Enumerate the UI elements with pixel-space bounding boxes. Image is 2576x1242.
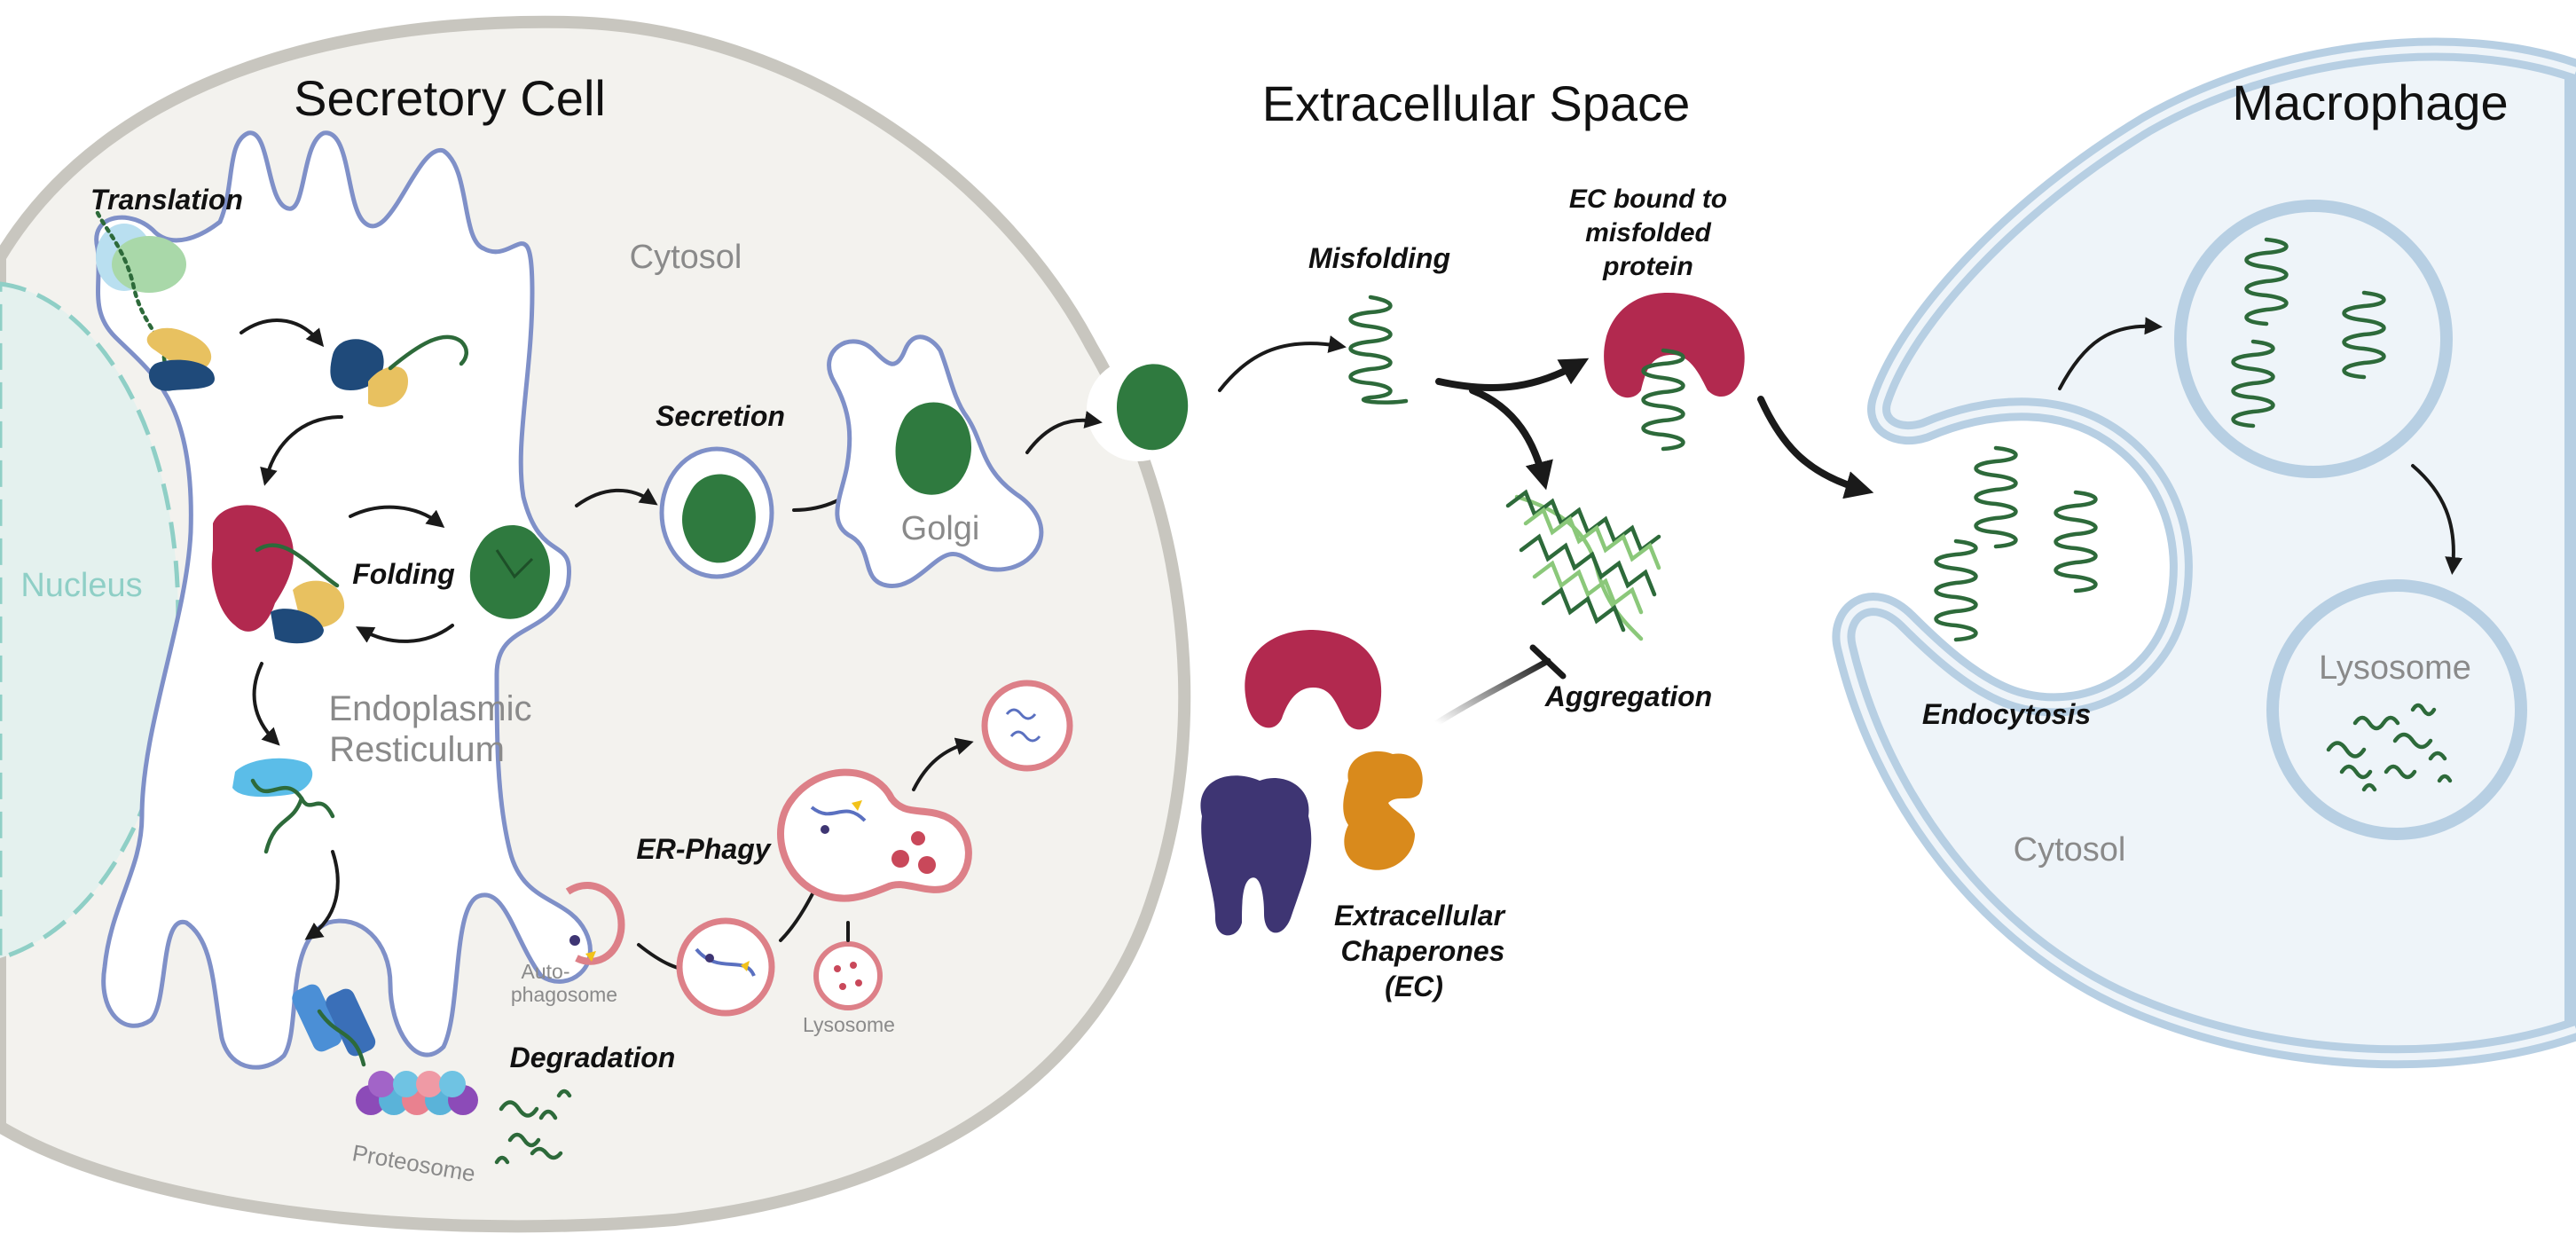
nucleus	[0, 281, 181, 961]
inhibition-bar	[1529, 644, 1567, 680]
ec-bound-label-line1: EC bound to	[1569, 185, 1727, 214]
er-phagy-label: ER-Phagy	[636, 833, 772, 865]
secretory-vesicle	[659, 446, 774, 579]
exiting-protein-icon	[1116, 364, 1189, 451]
endocytosed-proteins-icon	[1934, 445, 2098, 642]
ec-bound-label-line3: protein	[1602, 252, 1693, 281]
folded-protein-icon	[469, 525, 550, 619]
arrow-folding-forward	[349, 505, 445, 528]
er-label-line1: Endoplasmic	[328, 689, 531, 728]
arrow-to-lysosome	[2411, 464, 2463, 575]
golgi-label: Golgi	[901, 510, 980, 547]
er-label-line2: Resticulum	[329, 730, 505, 769]
ec-bound-complex-icon	[1604, 293, 1745, 452]
endocytosis-label: Endocytosis	[1922, 698, 2091, 730]
lysosome-small-label: Lysosome	[803, 1013, 895, 1036]
chaperones-label-line3: (EC)	[1385, 971, 1443, 1002]
arrow-to-ec-bound	[1435, 358, 1590, 392]
aggregate-icon	[1505, 489, 1661, 641]
lysosome-small	[813, 941, 883, 1010]
arrow-to-secretion	[575, 487, 658, 507]
macrophage-title: Macrophage	[2232, 75, 2508, 130]
arrow-to-endosome	[2058, 317, 2163, 390]
arrow-to-endocytosis	[1757, 396, 1874, 499]
misfolding-label: Misfolding	[1308, 242, 1450, 274]
folding-label: Folding	[352, 558, 455, 590]
arrow-translation	[240, 318, 325, 348]
chaperone-red-icon	[1245, 630, 1382, 730]
lysosome-big-label: Lysosome	[2319, 649, 2471, 687]
macrophage-membrane-inner	[1840, 45, 2576, 1061]
nascent-protein-icon	[330, 334, 468, 407]
secretory-cell: Nucleus Endoplasmic Resticulum Cytosol T…	[0, 15, 1191, 1233]
proteosome-icon	[292, 984, 478, 1115]
arrow-golgi-exit	[1025, 411, 1103, 454]
arrow-to-misfolded	[252, 662, 280, 746]
nucleus-label: Nucleus	[20, 567, 142, 604]
chaperones-label-line2: Chaperones	[1341, 935, 1505, 967]
chaperone-orange-icon	[1343, 751, 1423, 870]
misfolded-protein-icon	[1348, 295, 1409, 405]
chaperone-purple-icon	[1200, 775, 1312, 936]
translation-label: Translation	[90, 184, 243, 216]
secretion-label: Secretion	[656, 400, 785, 432]
macrophage: Macrophage Endocytosis Lysosome	[1832, 37, 2576, 1069]
aggregation-label: Aggregation	[1544, 680, 1712, 712]
degraded-peptides-icon	[494, 1089, 572, 1165]
autolysosome-icon	[777, 768, 972, 902]
inhibition-line	[1433, 657, 1551, 727]
degraded-vesicle	[981, 680, 1073, 772]
arrow-er-phagy-3	[912, 737, 974, 791]
arrow-to-proteosome	[304, 850, 340, 940]
autophagosome-label-line1: Auto-	[522, 960, 570, 983]
golgi	[827, 334, 1044, 588]
chaperones-label-line1: Extracellular	[1334, 900, 1506, 932]
folding-chaperone-icon	[211, 505, 345, 644]
cytosol-right-label: Cytosol	[2014, 831, 2126, 869]
extracellular-space: Misfolding EC bound to misfolded protein…	[1200, 185, 1874, 1002]
secretory-cell-title: Secretory Cell	[294, 70, 606, 126]
ribosome-icon	[95, 210, 215, 391]
arrow-to-folding	[260, 415, 343, 486]
er-autophagosome-icon	[565, 882, 625, 965]
autophagosome-label-line2: phagosome	[511, 983, 617, 1006]
ec-bound-label-line2: misfolded	[1585, 218, 1711, 248]
extracellular-space-title: Extracellular Space	[1262, 75, 1690, 131]
autophagosome-vesicle	[676, 917, 775, 1017]
arrow-folding-back	[356, 624, 454, 643]
degradation-label: Degradation	[510, 1042, 676, 1073]
endosome	[2174, 200, 2453, 478]
misfolded-er-protein-icon	[232, 758, 335, 854]
arrow-to-aggregation	[1469, 387, 1553, 491]
arrow-to-misfolding	[1218, 335, 1347, 392]
lysosome-big	[2266, 579, 2527, 840]
cytosol-left-label: Cytosol	[630, 239, 742, 276]
